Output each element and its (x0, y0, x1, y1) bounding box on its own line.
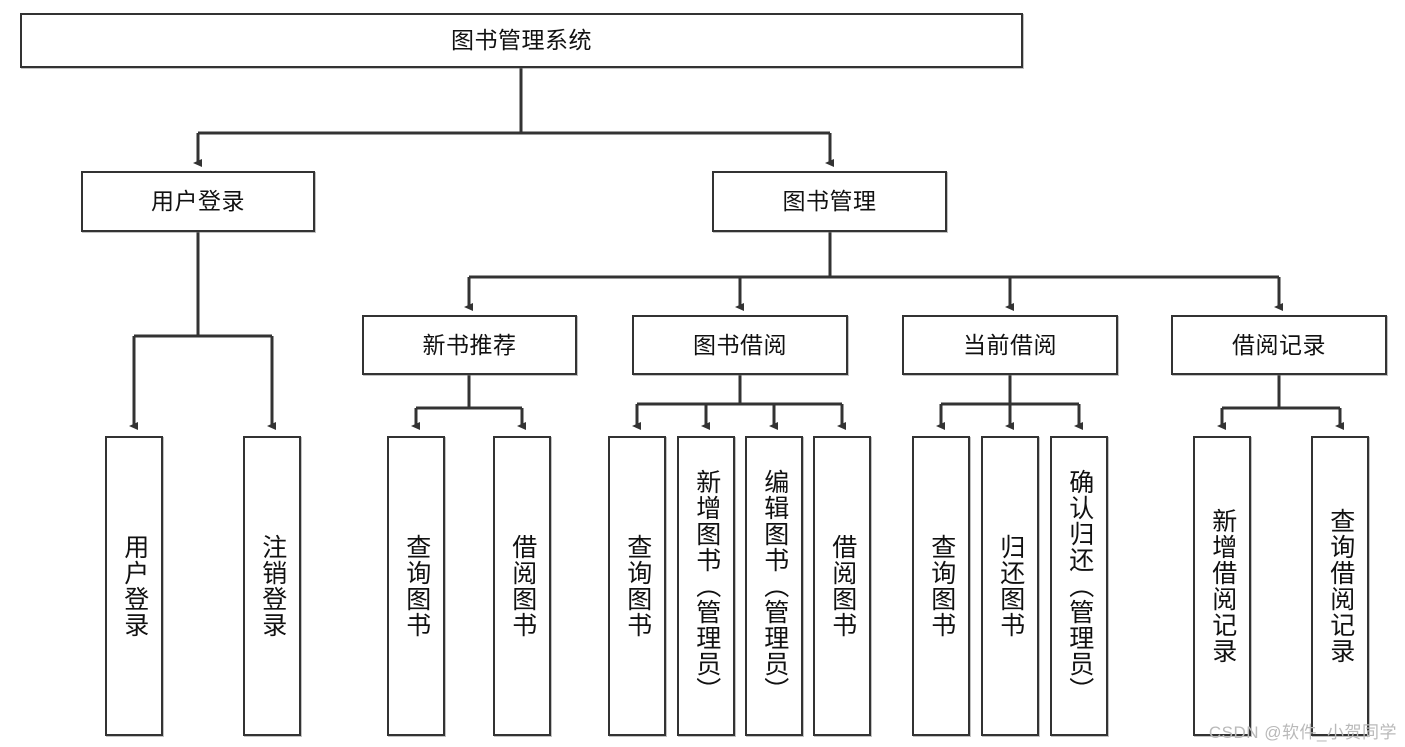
node-label: 图书借阅 (693, 331, 787, 358)
node-label: 借阅图书 (828, 534, 857, 638)
leaf-query-borrow-record[interactable]: 查询借阅记录 (1311, 436, 1369, 736)
node-new-book-recommend[interactable]: 新书推荐 (362, 315, 577, 375)
node-label: 新增图书（管理员） (692, 469, 721, 703)
leaf-user-logout[interactable]: 注销登录 (243, 436, 301, 736)
node-label: 归还图书 (996, 534, 1025, 638)
node-label: 借阅图书 (508, 534, 537, 638)
leaf-query-book-recommend[interactable]: 查询图书 (387, 436, 445, 736)
node-label: 新书推荐 (422, 331, 517, 358)
leaf-return-book[interactable]: 归还图书 (981, 436, 1039, 736)
leaf-query-book-current[interactable]: 查询图书 (912, 436, 970, 736)
leaf-confirm-return-admin[interactable]: 确认归还（管理员） (1050, 436, 1108, 736)
node-label: 编辑图书（管理员） (760, 469, 789, 703)
node-label: 用户登录 (151, 188, 245, 215)
node-label: 查询图书 (623, 534, 652, 638)
node-label: 查询图书 (927, 534, 956, 638)
node-label: 用户登录 (120, 534, 149, 638)
node-current-borrow[interactable]: 当前借阅 (902, 315, 1118, 375)
node-label: 查询图书 (402, 534, 431, 638)
node-borrow-record[interactable]: 借阅记录 (1171, 315, 1387, 375)
node-label: 图书管理系统 (451, 27, 592, 54)
leaf-borrow-book[interactable]: 借阅图书 (813, 436, 871, 736)
leaf-edit-book-admin[interactable]: 编辑图书（管理员） (745, 436, 803, 736)
node-label: 借阅记录 (1232, 331, 1326, 358)
node-root-system[interactable]: 图书管理系统 (20, 13, 1023, 68)
csdn-watermark: CSDN @软件_小贺同学 (1208, 723, 1397, 742)
node-label: 当前借阅 (963, 331, 1057, 358)
node-book-borrow[interactable]: 图书借阅 (632, 315, 848, 375)
node-label: 查询借阅记录 (1326, 508, 1355, 664)
leaf-add-book-admin[interactable]: 新增图书（管理员） (677, 436, 735, 736)
node-label: 图书管理 (782, 188, 877, 215)
leaf-query-book-borrow[interactable]: 查询图书 (608, 436, 666, 736)
leaf-add-borrow-record[interactable]: 新增借阅记录 (1193, 436, 1251, 736)
node-label: 确认归还（管理员） (1065, 469, 1094, 703)
node-label: 注销登录 (258, 534, 287, 638)
leaf-user-login[interactable]: 用户登录 (105, 436, 163, 736)
node-label: 新增借阅记录 (1208, 508, 1237, 664)
leaf-borrow-book-recommend[interactable]: 借阅图书 (493, 436, 551, 736)
node-book-management[interactable]: 图书管理 (712, 171, 947, 232)
node-user-login[interactable]: 用户登录 (81, 171, 315, 232)
